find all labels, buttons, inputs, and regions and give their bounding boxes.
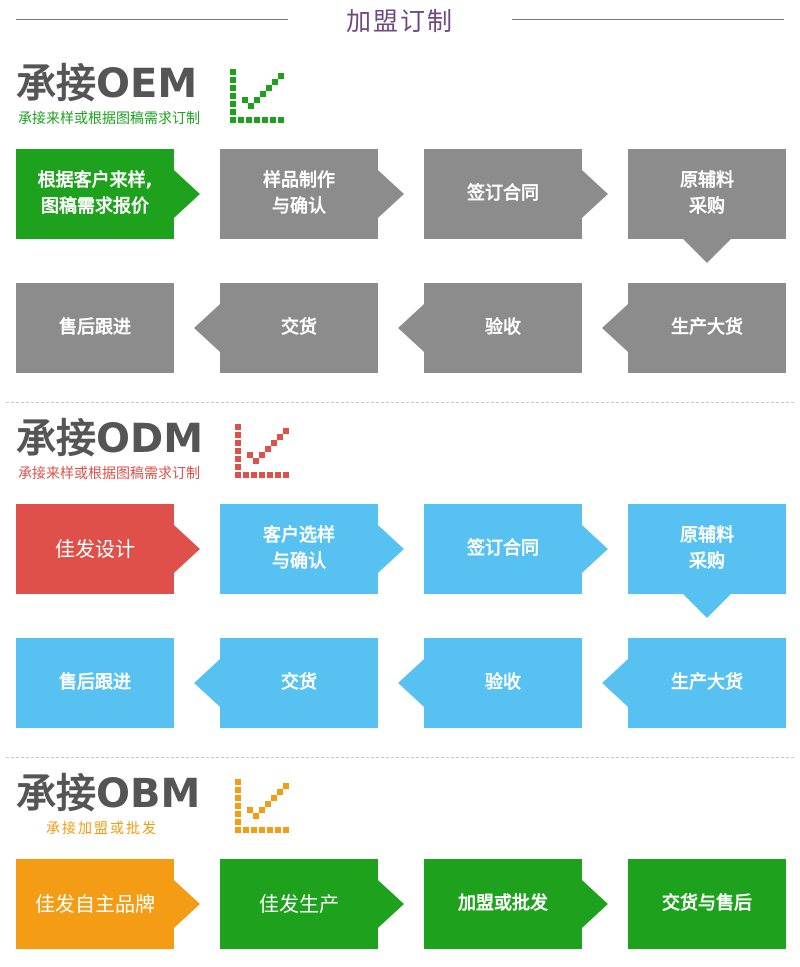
odm-title: 承接ODM	[16, 416, 204, 462]
oem-step-inspection: 验收	[398, 283, 582, 373]
page-title: 加盟订制	[345, 7, 454, 36]
odm-step-inspection: 验收	[398, 638, 582, 728]
odm-step-contract: 签订合同	[424, 504, 608, 594]
odm-step-delivery: 交货	[194, 638, 378, 728]
header-divider-right	[512, 19, 784, 20]
oem-step-aftersales: 售后跟进	[16, 283, 174, 373]
obm-step-franchise: 加盟或批发	[424, 859, 608, 949]
obm-title: 承接OBM	[16, 771, 201, 817]
obm-step-delivery: 交货与售后	[628, 859, 786, 949]
odm-step-production: 生产大货	[602, 638, 786, 728]
obm-subtitle: 承接加盟或批发	[46, 821, 158, 837]
oem-step-contract: 签订合同	[424, 149, 608, 239]
oem-step-production: 生产大货	[602, 283, 786, 373]
odm-step-select: 客户选样 与确认	[220, 504, 404, 594]
odm-title-block: 承接ODM 承接来样或根据图稿需求订制	[16, 415, 336, 495]
oem-section: 承接OEM 承接来样或根据图稿需求订制 根据客户来样, 图稿需求报价 样品制作 …	[0, 55, 800, 400]
obm-step-production: 佳发生产	[220, 859, 404, 949]
odm-subtitle: 承接来样或根据图稿需求订制	[18, 466, 200, 482]
oem-step-sample: 样品制作 与确认	[220, 149, 404, 239]
oem-step-delivery: 交货	[194, 283, 378, 373]
section-divider	[6, 402, 794, 403]
growth-chart-icon	[235, 779, 289, 833]
obm-title-block: 承接OBM 承接加盟或批发	[16, 770, 336, 850]
odm-step-design: 佳发设计	[16, 504, 200, 594]
growth-chart-icon	[235, 424, 289, 478]
oem-step-materials: 原辅料 采购	[628, 149, 786, 263]
odm-section: 承接ODM 承接来样或根据图稿需求订制 佳发设计 客户选样 与确认 签订合同 原…	[0, 410, 800, 755]
header-divider-left	[16, 19, 288, 20]
odm-step-aftersales: 售后跟进	[16, 638, 174, 728]
growth-chart-icon	[230, 69, 284, 123]
obm-step-brand: 佳发自主品牌	[16, 859, 200, 949]
page-header: 加盟订制	[0, 0, 800, 40]
oem-step-quote: 根据客户来样, 图稿需求报价	[16, 149, 200, 239]
obm-section: 承接OBM 承接加盟或批发 佳发自主品牌 佳发生产 加盟或批发 交货与售后	[0, 765, 800, 965]
section-divider	[6, 757, 794, 758]
odm-step-materials: 原辅料 采购	[628, 504, 786, 618]
oem-subtitle: 承接来样或根据图稿需求订制	[18, 111, 200, 127]
oem-title-block: 承接OEM 承接来样或根据图稿需求订制	[16, 60, 336, 140]
oem-title: 承接OEM	[16, 61, 198, 107]
